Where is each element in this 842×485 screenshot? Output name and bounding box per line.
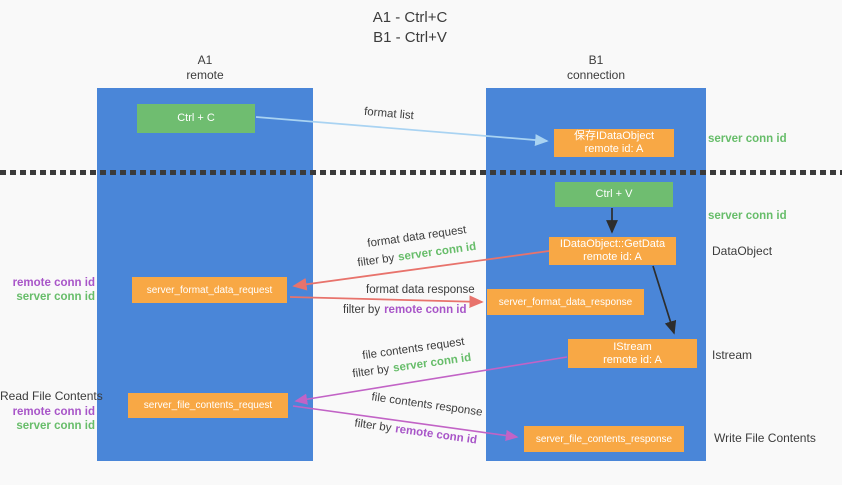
arrow-file-contents-response: [292, 405, 519, 442]
dotted-divider: [0, 170, 842, 175]
node-save-idataobject: 保存IDataObject remote id: A: [554, 129, 674, 157]
lane-b1-title: B1: [588, 53, 604, 67]
node-save-idataobject-line2: remote id: A: [584, 143, 644, 155]
node-server-format-data-request: server_format_data_request: [132, 277, 287, 303]
remote-conn-id-text: remote conn id: [12, 277, 95, 289]
node-idataobject-getdata-line2: remote id: A: [583, 251, 642, 263]
node-ctrl-c: Ctrl + C: [137, 104, 255, 133]
label-right-server-conn-id-top: server conn id: [708, 133, 787, 145]
label-left-conn-ids-file: remote conn id server conn id: [0, 405, 95, 433]
node-istream: IStream remote id: A: [568, 339, 697, 368]
remote-conn-id-text: remote conn id: [12, 406, 95, 418]
diagram-title: A1 - Ctrl+C B1 - Ctrl+V: [300, 8, 520, 48]
diagram-title-line1: A1 - Ctrl+C: [372, 9, 448, 26]
label-left-conn-ids-format: remote conn id server conn id: [0, 276, 95, 304]
label-format-data-response: format data response: [366, 284, 475, 296]
lane-header-b1: B1 connection: [486, 53, 706, 83]
remote-conn-id-text: remote conn id: [384, 304, 467, 316]
arrow-getdata-to-istream: [652, 265, 677, 335]
label-dataobject: DataObject: [712, 244, 773, 258]
node-server-format-data-request-label: server_format_data_request: [146, 284, 273, 296]
node-istream-line1: IStream: [613, 340, 652, 353]
node-ctrl-v: Ctrl + V: [555, 182, 673, 207]
node-server-format-data-response: server_format_data_response: [487, 289, 644, 315]
lane-a1-subtitle: remote: [186, 68, 224, 82]
node-server-file-contents-response-label: server_file_contents_response: [535, 433, 673, 445]
label-read-file-contents: Read File Contents: [0, 389, 103, 403]
node-ctrl-v-label: Ctrl + V: [595, 188, 633, 200]
filter-by-text: filter by: [343, 304, 381, 316]
node-istream-line2: remote id: A: [603, 353, 662, 366]
lane-header-a1: A1 remote: [97, 53, 313, 83]
lane-a1-title: A1: [197, 53, 213, 67]
server-conn-id-text: server conn id: [16, 420, 95, 432]
node-server-file-contents-response: server_file_contents_response: [524, 426, 684, 452]
label-right-server-conn-id-mid: server conn id: [708, 210, 787, 222]
node-ctrl-c-label: Ctrl + C: [177, 112, 215, 124]
node-server-file-contents-request: server_file_contents_request: [128, 393, 288, 418]
node-idataobject-getdata: IDataObject::GetData remote id: A: [549, 237, 676, 265]
server-conn-id-text: server conn id: [16, 291, 95, 303]
arrow-format-data-request: [292, 250, 550, 291]
node-server-file-contents-request-label: server_file_contents_request: [143, 400, 273, 411]
node-server-format-data-response-label: server_format_data_response: [498, 296, 633, 308]
label-write-file-contents: Write File Contents: [714, 431, 816, 445]
arrow-format-list: [255, 116, 549, 146]
arrow-format-data-response: [289, 295, 484, 308]
node-save-idataobject-line1: 保存IDataObject: [573, 130, 655, 142]
arrow-file-contents-request: [294, 356, 568, 405]
lane-b1-subtitle: connection: [566, 68, 626, 82]
node-idataobject-getdata-line1: IDataObject::GetData: [559, 238, 666, 250]
label-istream: Istream: [712, 348, 753, 362]
diagram-title-line2: B1 - Ctrl+V: [373, 29, 447, 46]
